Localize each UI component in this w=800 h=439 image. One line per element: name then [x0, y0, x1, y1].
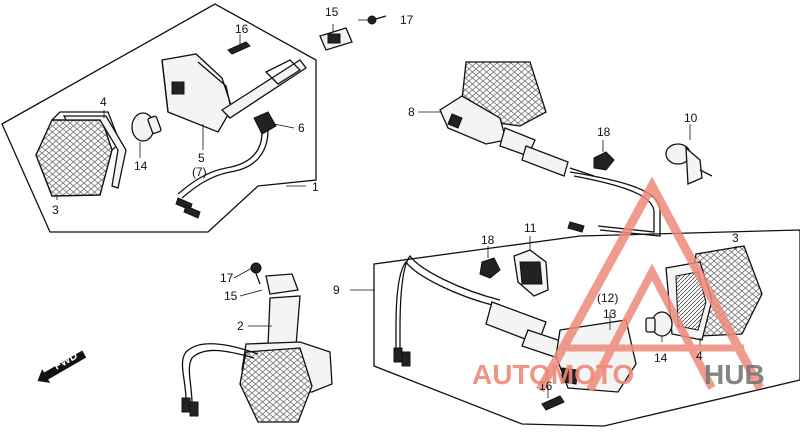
- callout-7: (7): [192, 165, 207, 179]
- callout-13: 13: [603, 307, 617, 321]
- bracket-part-11: [513, 249, 549, 297]
- gasket-part-4-upper-left: [62, 115, 127, 189]
- callout-18-lower: 18: [481, 233, 495, 247]
- bracket-part-10: [665, 143, 713, 185]
- callout-4-left: 4: [100, 95, 107, 109]
- stem-arm-upper-left: [220, 59, 307, 119]
- callout-11: 11: [524, 221, 537, 235]
- callout-2: 2: [237, 319, 244, 333]
- turn-signal-part-2: [181, 262, 333, 423]
- part-15-top: [319, 27, 353, 51]
- screw-part-17-top: [367, 15, 387, 25]
- callout-12: (12): [597, 291, 618, 305]
- callout-16-top: 16: [235, 22, 249, 36]
- screw-part-16-lower: [541, 395, 565, 411]
- watermark-text-main: AUTOMOTO: [472, 359, 634, 390]
- callout-3-left: 3: [52, 203, 59, 217]
- housing-part-5: [161, 53, 233, 133]
- callout-15-top: 15: [325, 5, 339, 19]
- callout-1: 1: [312, 180, 319, 194]
- callout-18-upper: 18: [597, 125, 611, 139]
- upper-left-assembly-frame: [1, 3, 317, 233]
- leader-lines-upper-left: [56, 19, 368, 200]
- callout-15-bottom: 15: [224, 289, 238, 303]
- callout-6: 6: [298, 121, 305, 135]
- watermark-text-accent: HUB: [704, 359, 765, 390]
- leader-lines-upper-right: [418, 111, 691, 152]
- lower-right-assembly-frame: [373, 229, 800, 427]
- callout-8: 8: [408, 105, 415, 119]
- callout-4-right: 4: [696, 349, 703, 363]
- bulb-part-14-right: [645, 311, 673, 337]
- callout-14-right: 14: [654, 351, 668, 365]
- callout-17-top: 17: [400, 13, 414, 27]
- nut-part-18-upper: [593, 151, 615, 171]
- watermark-logo: [536, 176, 764, 393]
- callout-5: 5: [198, 151, 205, 165]
- callout-17-bottom: 17: [220, 271, 234, 285]
- leader-lines-lower-right: [350, 236, 737, 398]
- callout-9: 9: [333, 283, 340, 297]
- socket-part-6: [175, 111, 277, 219]
- screw-part-16-upper: [227, 41, 251, 55]
- leader-lines-lower-left: [233, 267, 272, 327]
- callout-16-bottom: 16: [539, 379, 553, 393]
- nut-part-18-lower: [479, 257, 501, 279]
- turn-signal-part-8: [439, 61, 661, 237]
- callout-3-right: 3: [732, 231, 739, 245]
- callout-10: 10: [684, 111, 698, 125]
- forward-direction-arrow: [37, 350, 87, 383]
- bulb-part-14-upper-left: [131, 112, 162, 142]
- callout-14-left: 14: [134, 159, 148, 173]
